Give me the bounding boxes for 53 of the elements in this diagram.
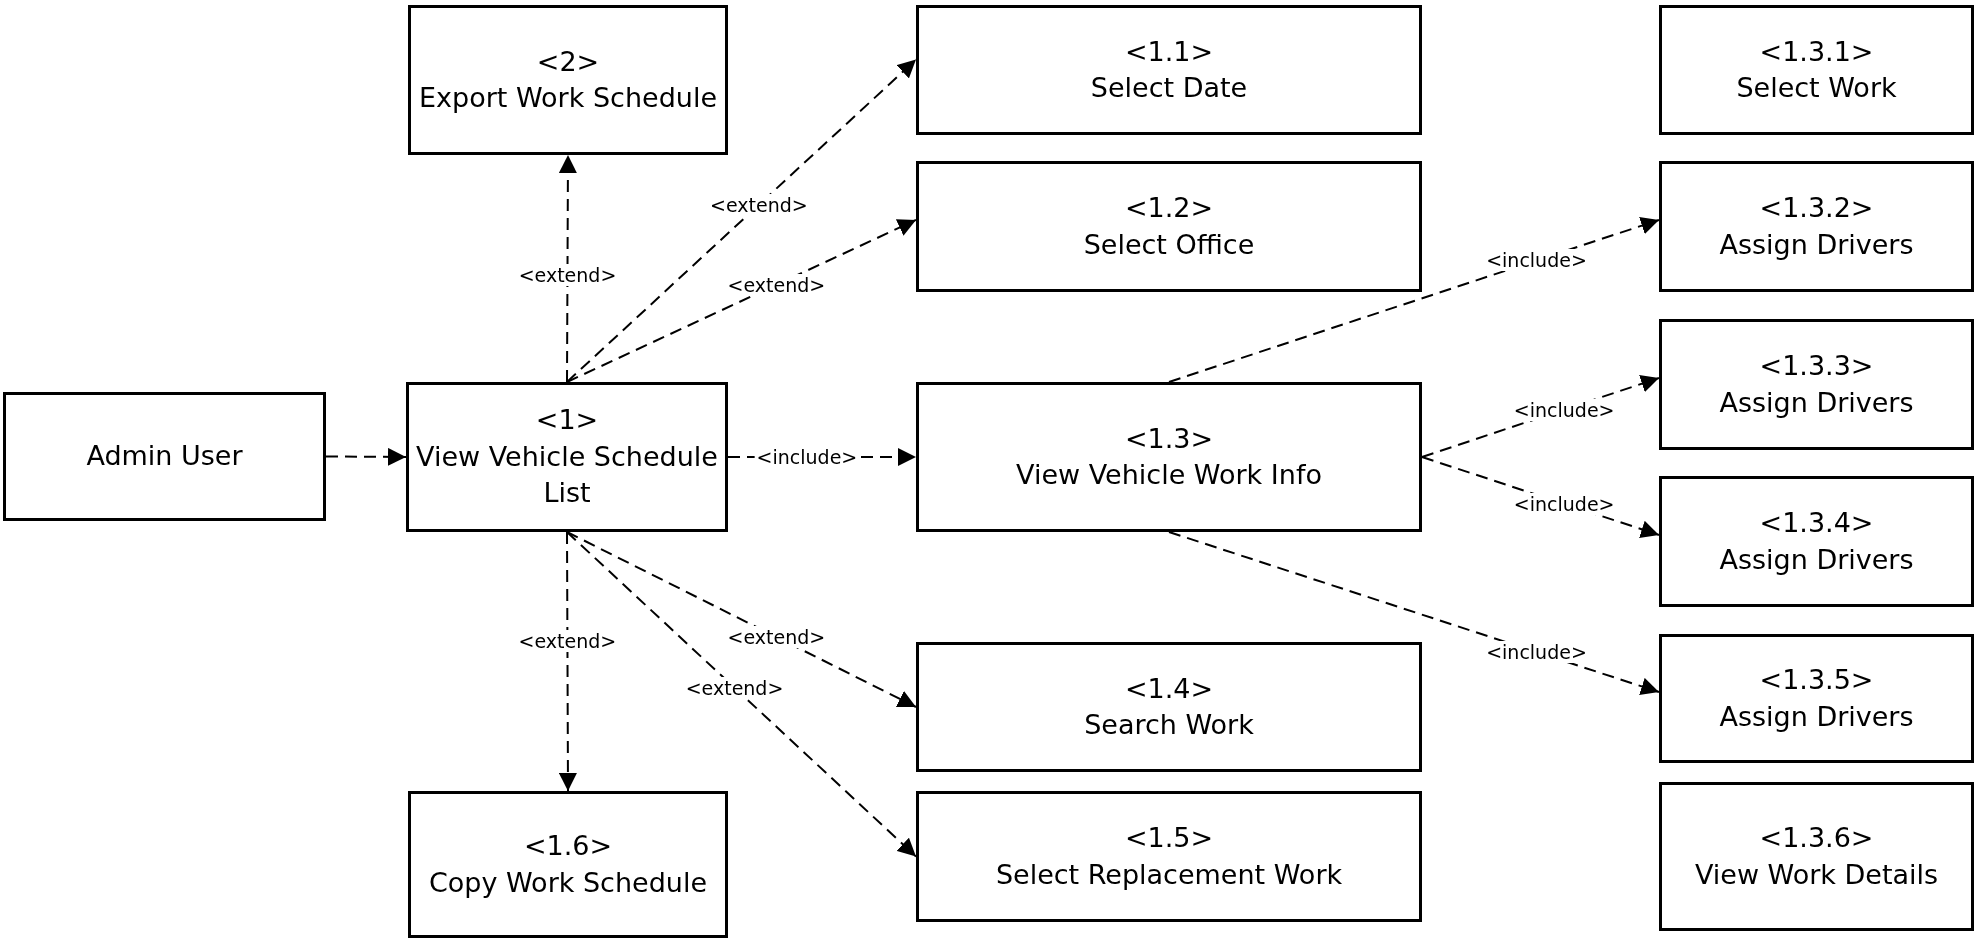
use-case-number: <1.4> [1124,671,1214,706]
use-case-number: <1.3.5> [1759,663,1874,698]
use-case-box [1659,782,1974,931]
use-case-name: Select Date [1090,71,1248,105]
use-case-name: View Vehicle Work Info [1016,458,1322,492]
use-case-name: Assign Drivers [1719,227,1914,262]
use-case-box [408,5,728,155]
dashed-arrow [1168,217,1660,383]
use-case-box [916,161,1422,292]
use-case-box [1659,476,1974,607]
use-case-box [1659,319,1974,450]
use-case-box [916,791,1422,922]
dashed-arrow [558,154,577,383]
use-case-name: Assign Drivers [1719,385,1914,420]
use-case-number: <1.5> [1124,821,1214,856]
use-case-box [1659,161,1974,292]
use-case-name: Select Work [1736,71,1897,105]
dashed-arrow [325,447,407,466]
use-case-name: Search Work [1084,708,1254,742]
dashed-arrow [566,531,917,858]
use-case-name: Select Replacement Work [995,857,1343,892]
use-case-box [1659,5,1974,135]
use-case-number: <1.3.6> [1759,821,1874,856]
use-case-name: Assign Drivers [1719,699,1914,734]
use-case-name: Export Work Schedule [419,81,717,115]
dashed-arrow [558,531,577,792]
use-case-name: Copy Work Schedule [428,865,708,900]
use-case-number: <2> [536,44,600,79]
use-case-name: View Work Details [1694,857,1939,892]
use-case-box [406,382,728,532]
use-case-number: <1.3.3> [1759,349,1874,384]
use-case-number: <1.3.4> [1759,506,1874,541]
dashed-arrow [1168,531,1660,695]
use-case-name: Admin User [86,439,243,474]
dashed-arrow [566,58,917,383]
use-case-box [1659,634,1974,763]
use-case-box [916,382,1422,532]
use-case-box [916,642,1422,772]
dashed-arrow [566,531,917,708]
use-case-number: <1.6> [523,829,613,864]
use-case-name: View Vehicle Schedule List [415,439,719,511]
use-case-name: Assign Drivers [1719,542,1914,577]
use-case-box [916,5,1422,135]
use-case-number: <1.3.1> [1759,34,1874,69]
use-case-number: <1.3.2> [1759,191,1874,226]
use-case-number: <1> [535,403,599,438]
use-case-box [408,791,728,938]
dashed-arrow [566,218,917,383]
use-case-box [3,392,326,521]
use-case-number: <1.1> [1124,34,1214,69]
use-case-number: <1.3> [1124,421,1214,456]
use-case-name: Select Office [1083,227,1255,262]
use-case-number: <1.2> [1124,191,1214,226]
